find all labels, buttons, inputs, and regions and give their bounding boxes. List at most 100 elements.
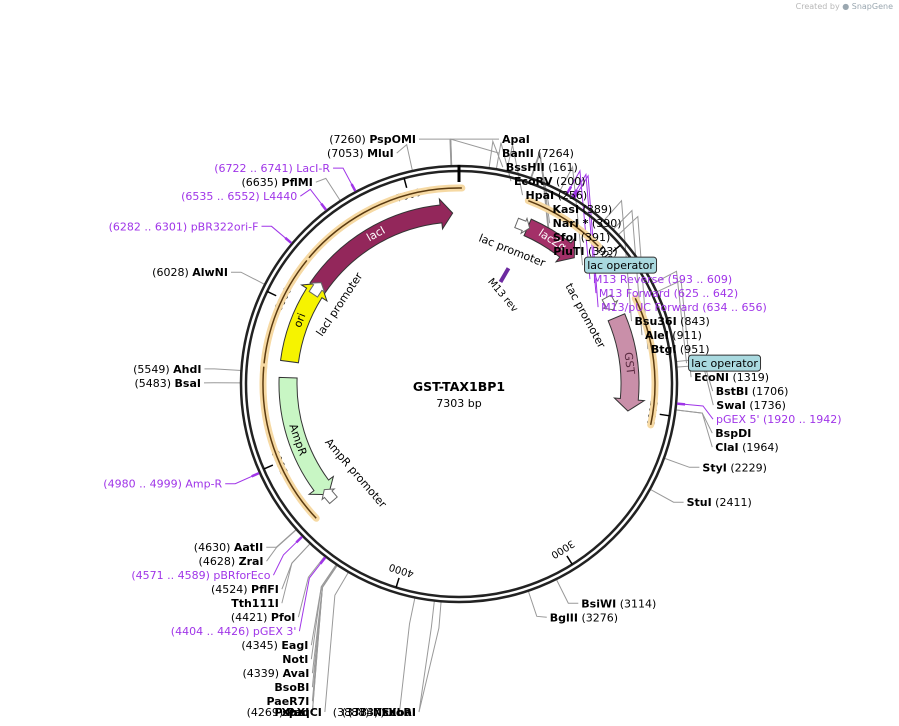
styi-site-label[interactable]: StyI (2229): [702, 461, 767, 474]
position: (1736): [746, 399, 786, 412]
bsai-site-label[interactable]: (5483) BsaI: [134, 377, 201, 390]
stui-site-label[interactable]: StuI (2411): [687, 496, 752, 509]
btgi-site-label[interactable]: BtgI (951): [651, 343, 710, 356]
gst-feature-arrow[interactable]: [607, 313, 646, 412]
bsshii-site-label[interactable]: BssHII (161): [506, 161, 578, 174]
enzyme-name: BssHII: [506, 161, 545, 174]
ampr-promoter-arrow[interactable]: [318, 484, 339, 505]
pbrforeco-primer-marker: [295, 535, 303, 544]
position: (911): [669, 329, 702, 342]
hpai-site-label[interactable]: HpaI (256): [526, 189, 588, 202]
pspxi-site-label[interactable]: PspXI: [275, 706, 310, 719]
pgex-3-primer-label[interactable]: (4404 .. 4426) pGEX 3': [171, 625, 297, 638]
lac-promoter-arrow[interactable]: [514, 215, 533, 235]
enzyme-name: pGEX 5': [716, 413, 760, 426]
paer7i-site-label[interactable]: PaeR7I: [267, 695, 310, 708]
aatii-leader: [266, 528, 297, 548]
position: (3276): [578, 611, 618, 624]
ecori-site-label[interactable]: (3783) EcoRI: [342, 706, 416, 719]
enzyme-name: PflMI: [282, 176, 313, 189]
enzyme-name: AleI: [645, 329, 669, 342]
bsobi-site-label[interactable]: BsoBI: [274, 681, 309, 694]
ahdi-site-label[interactable]: (5549) AhdI: [133, 363, 201, 376]
bsiwi-site-label[interactable]: BsiWI (3114): [581, 597, 656, 610]
nsii-site-label[interactable]: (3888) NsiI: [333, 706, 397, 719]
enzyme-name: AvaI: [283, 667, 310, 680]
enzyme-name: LacI-R: [296, 162, 330, 175]
laci-r-primer-label[interactable]: (6722 .. 6741) LacI-R: [214, 162, 330, 175]
position: (2411): [712, 496, 752, 509]
ecorv-site-label[interactable]: EcoRV (200): [514, 175, 586, 188]
alei-site-label[interactable]: AleI (911): [645, 329, 702, 342]
zrai-site-label[interactable]: (4628) ZraI: [199, 555, 264, 568]
position: (256): [554, 189, 587, 202]
enzyme-name: BsoBI: [274, 681, 309, 694]
lac-operator-box[interactable]: lac operator: [688, 354, 762, 372]
pluti-site-label[interactable]: PluTI (393): [553, 245, 617, 258]
laci-promoter-arrow[interactable]: [307, 278, 328, 299]
enzyme-name: PfoI: [271, 611, 296, 624]
banii-site-label[interactable]: BanII (7264): [502, 147, 574, 160]
enzyme-name: BglII: [550, 611, 578, 624]
noti-site-label[interactable]: NotI: [282, 653, 308, 666]
tick-4000: [395, 577, 400, 588]
credit-brand: SnapGene: [851, 2, 893, 11]
pspomi-site-label[interactable]: (7260) PspOMI: [329, 133, 416, 146]
plasmid-name: GST-TAX1BP1: [413, 379, 505, 394]
mlui-site-label[interactable]: (7053) MluI: [327, 147, 394, 160]
aatii-site-label[interactable]: (4630) AatII: [194, 541, 263, 554]
apai-site-label[interactable]: ApaI: [502, 133, 530, 146]
ampr-feature-arrow[interactable]: [278, 376, 335, 496]
sfoi-site-label[interactable]: SfoI (391): [553, 231, 610, 244]
alwni-site-label[interactable]: (6028) AlwNI: [152, 266, 228, 279]
pflfi-site-label[interactable]: (4524) PflFI: [211, 583, 279, 596]
m13-rev-marker[interactable]: [498, 267, 511, 284]
paqci-site-label[interactable]: (4269) PaqCI: [247, 706, 322, 719]
position: (1964): [739, 441, 779, 454]
enzyme-name: XhoI: [281, 706, 309, 719]
enzyme-name: Bsu36I: [635, 315, 677, 328]
m13-puc-forward-primer-label[interactable]: M13/pUC Forward (634 .. 656): [601, 301, 767, 314]
xhoi-site-label[interactable]: XhoI: [281, 706, 309, 719]
nari-site-label[interactable]: NarI * (390): [553, 217, 622, 230]
bsu36i-site-label[interactable]: Bsu36I (843): [635, 315, 710, 328]
lac-operator-leader: [652, 270, 688, 364]
tth111i-site-label[interactable]: Tth111I: [231, 597, 279, 610]
lac-operator-label: lac operator: [691, 357, 758, 370]
clai-site-label[interactable]: ClaI (1964): [715, 441, 778, 454]
pgex-5-primer-label[interactable]: pGEX 5' (1920 .. 1942): [716, 413, 842, 426]
enzyme-name: ClaI: [715, 441, 738, 454]
m13-reverse-primer-label[interactable]: M13 Reverse (593 .. 609): [593, 273, 732, 286]
laci-feature-arrow[interactable]: [309, 197, 454, 294]
pbr322ori-f-primer-marker: [284, 236, 293, 244]
bstbi-site-label[interactable]: BstBI (1706): [716, 385, 789, 398]
pbrforeco-leader: [272, 535, 304, 576]
enzyme-name: L4440: [263, 190, 297, 203]
enzyme-name: SwaI: [716, 399, 746, 412]
pfoi-site-label[interactable]: (4421) PfoI: [231, 611, 296, 624]
site-labels: (7260) PspOMI(7053) MluI (6722 .. 6741) L…: [103, 133, 841, 719]
bglii-site-label[interactable]: BglII (3276): [550, 611, 618, 624]
tac-promoter-arrow[interactable]: [600, 294, 621, 314]
pflmi-site-label[interactable]: (6635) PflMI: [241, 176, 312, 189]
l4440-leader: [300, 188, 328, 212]
lac-operator-box[interactable]: lac operator: [584, 256, 658, 274]
enzyme-name: BstBI: [716, 385, 749, 398]
econi-site-label[interactable]: EcoNI (1319): [694, 371, 769, 384]
bspdi-site-label[interactable]: BspDI: [715, 427, 751, 440]
lacz-feature-arrow[interactable]: [523, 218, 576, 263]
eagi-site-label[interactable]: (4345) EagI: [241, 639, 308, 652]
xbai-site-label[interactable]: (3747) XbaI: [348, 706, 416, 719]
avai-site-label[interactable]: (4339) AvaI: [242, 667, 309, 680]
kasi-site-label[interactable]: KasI (389): [552, 203, 612, 216]
enzyme-name: AatII: [234, 541, 263, 554]
amp-r-primer-label[interactable]: (4980 .. 4999) Amp-R: [103, 478, 222, 491]
swai-site-label[interactable]: SwaI (1736): [716, 399, 786, 412]
l4440-primer-label[interactable]: (6535 .. 6552) L4440: [181, 190, 297, 203]
zrai-leader: [266, 529, 297, 562]
pbrforeco-primer-label[interactable]: (4571 .. 4589) pBRforEco: [131, 569, 270, 582]
m13-forward-primer-label[interactable]: M13 Forward (625 .. 642): [599, 287, 738, 300]
clai-leader: [675, 409, 713, 448]
pbr322ori-f-primer-label[interactable]: (6282 .. 6301) pBR322ori-F: [109, 220, 259, 233]
enzyme-name: HpaI: [526, 189, 555, 202]
